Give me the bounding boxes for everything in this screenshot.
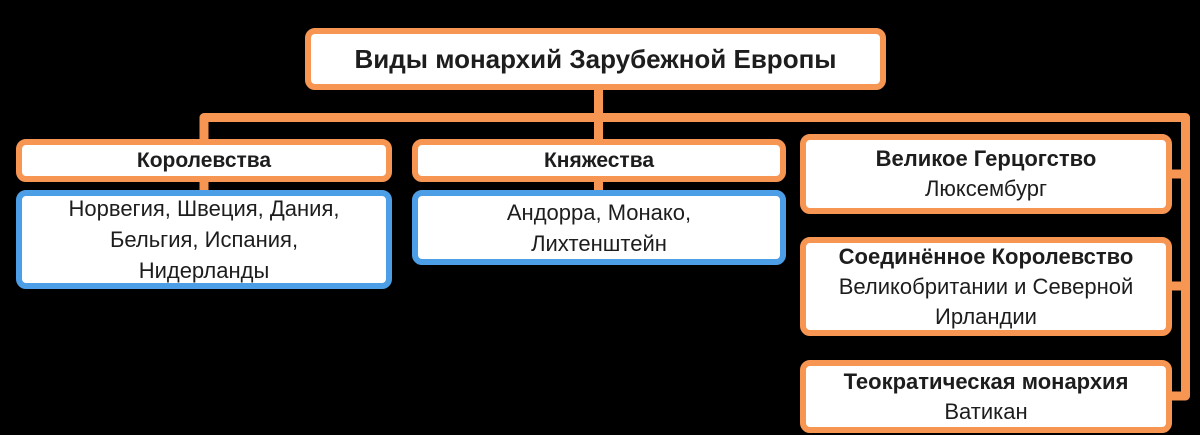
grand-duchy-subtitle: Люксембург bbox=[924, 176, 1048, 201]
diagram-title: Виды монархий Зарубежной Европы bbox=[354, 44, 837, 74]
kingdoms-header-label: Королевства bbox=[136, 148, 272, 172]
united-kingdom-subtitle-line: Ирландии bbox=[935, 303, 1037, 329]
grand-duchy-title: Великое Герцогство bbox=[875, 146, 1097, 171]
theocratic-monarchy-title: Теократическая монархия bbox=[843, 368, 1129, 394]
united-kingdom-subtitle-line: Великобритании и Северной bbox=[838, 273, 1134, 299]
theocratic-monarchy-subtitle: Ватикан bbox=[944, 398, 1028, 424]
kingdoms-country-line: Норвегия, Швеция, Дания, bbox=[68, 196, 340, 221]
principalities-header-box: Княжества bbox=[412, 139, 786, 182]
principalities-country-line: Лихтенштейн bbox=[531, 230, 667, 256]
connector-main-rail bbox=[199, 113, 1190, 401]
united-kingdom-box: Соединённое Королевство Великобритании и… bbox=[800, 237, 1172, 336]
kingdoms-header-box: Королевства bbox=[16, 139, 392, 182]
kingdoms-country-line: Бельгия, Испания, bbox=[109, 227, 299, 252]
theocratic-monarchy-box: Теократическая монархия Ватикан bbox=[800, 360, 1172, 433]
united-kingdom-title: Соединённое Королевство bbox=[838, 243, 1134, 269]
principalities-countries-box: Андорра, Монако, Лихтенштейн bbox=[412, 190, 786, 265]
grand-duchy-box: Великое Герцогство Люксембург bbox=[800, 134, 1172, 214]
principalities-country-line: Андорра, Монако, bbox=[506, 199, 692, 225]
kingdoms-country-line: Нидерланды bbox=[138, 258, 270, 283]
principalities-header-label: Княжества bbox=[543, 148, 655, 172]
diagram-title-box: Виды монархий Зарубежной Европы bbox=[305, 28, 886, 90]
kingdoms-countries-box: Норвегия, Швеция, Дания, Бельгия, Испани… bbox=[16, 190, 392, 289]
